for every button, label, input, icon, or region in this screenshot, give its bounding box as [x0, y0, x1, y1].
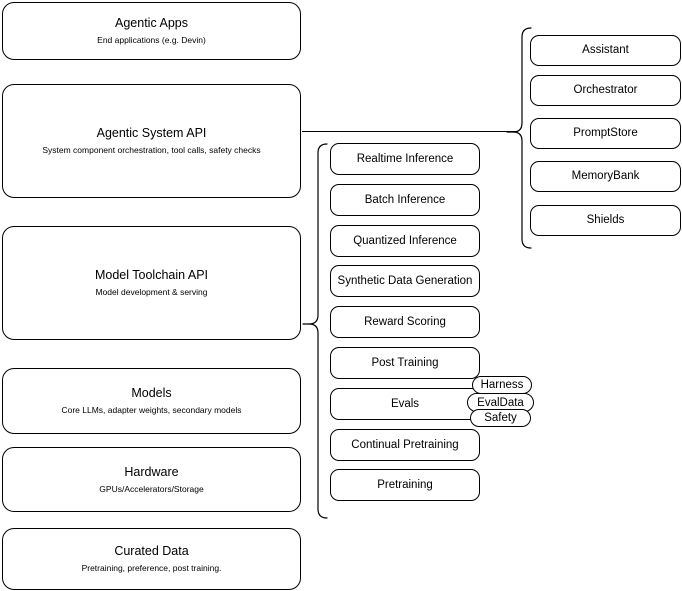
layer-subtitle: Pretraining, preference, post training. [81, 563, 222, 573]
layer-title: Model Toolchain API [94, 268, 209, 282]
system-component-promptstore[interactable]: PromptStore [530, 118, 681, 149]
system-component-orchestrator[interactable]: Orchestrator [530, 75, 681, 106]
layer-subtitle: GPUs/Accelerators/Storage [99, 483, 204, 494]
component-quantized-inference[interactable]: Quantized Inference [330, 225, 480, 257]
layer-subtitle: System component orchestration, tool cal… [42, 145, 261, 155]
component-post-training[interactable]: Post Training [330, 347, 480, 379]
system-component-label: MemoryBank [571, 170, 640, 182]
layer-title: Models [131, 386, 172, 400]
pill-label: Safety [484, 412, 517, 424]
layer-title: Agentic System API [96, 126, 207, 140]
component-evals[interactable]: Evals [330, 388, 480, 420]
layer-model-toolchain-api[interactable]: Model Toolchain API Model development & … [2, 226, 301, 340]
component-realtime-inference[interactable]: Realtime Inference [330, 143, 480, 175]
system-component-label: Assistant [582, 44, 629, 56]
layer-title: Curated Data [114, 544, 189, 558]
component-synthetic-data-generation[interactable]: Synthetic Data Generation [330, 265, 480, 297]
component-label: Evals [390, 397, 420, 410]
component-continual-pretraining[interactable]: Continual Pretraining [330, 429, 480, 461]
layer-curated-data[interactable]: Curated Data Pretraining, preference, po… [2, 528, 301, 590]
component-label: Quantized Inference [353, 234, 457, 247]
layer-subtitle: Model development & serving [95, 287, 208, 297]
layer-subtitle: Core LLMs, adapter weights, secondary mo… [61, 405, 242, 415]
pill-label: Harness [480, 379, 524, 391]
component-label: Pretraining [377, 478, 433, 491]
component-label: Realtime Inference [356, 152, 454, 165]
layer-subtitle: End applications (e.g. Devin) [97, 35, 206, 45]
component-reward-scoring[interactable]: Reward Scoring [330, 306, 480, 338]
component-label: Reward Scoring [364, 315, 446, 328]
component-label: Synthetic Data Generation [337, 274, 473, 287]
layer-hardware[interactable]: Hardware GPUs/Accelerators/Storage [2, 447, 301, 512]
system-component-shields[interactable]: Shields [530, 205, 681, 236]
connector-line-system-api [302, 131, 518, 132]
layer-agentic-system-api[interactable]: Agentic System API System component orch… [2, 84, 301, 198]
pill-label: EvalData [477, 396, 524, 409]
component-label: Post Training [371, 356, 439, 369]
layer-models[interactable]: Models Core LLMs, adapter weights, secon… [2, 368, 301, 434]
system-component-label: PromptStore [573, 127, 638, 139]
system-component-memorybank[interactable]: MemoryBank [530, 161, 681, 192]
brace-system-components [506, 27, 532, 249]
component-batch-inference[interactable]: Batch Inference [330, 184, 480, 216]
system-component-assistant[interactable]: Assistant [530, 35, 681, 66]
evals-pill-harness[interactable]: Harness [472, 376, 532, 394]
system-component-label: Shields [586, 214, 625, 226]
layer-title: Hardware [124, 464, 179, 479]
brace-toolchain [302, 143, 328, 519]
component-label: Continual Pretraining [351, 438, 459, 451]
component-label: Batch Inference [364, 193, 446, 206]
evals-pill-safety[interactable]: Safety [470, 409, 531, 427]
layer-agentic-apps[interactable]: Agentic Apps End applications (e.g. Devi… [2, 2, 301, 60]
component-pretraining[interactable]: Pretraining [330, 469, 480, 501]
layer-title: Agentic Apps [115, 16, 188, 30]
system-component-label: Orchestrator [573, 84, 638, 96]
